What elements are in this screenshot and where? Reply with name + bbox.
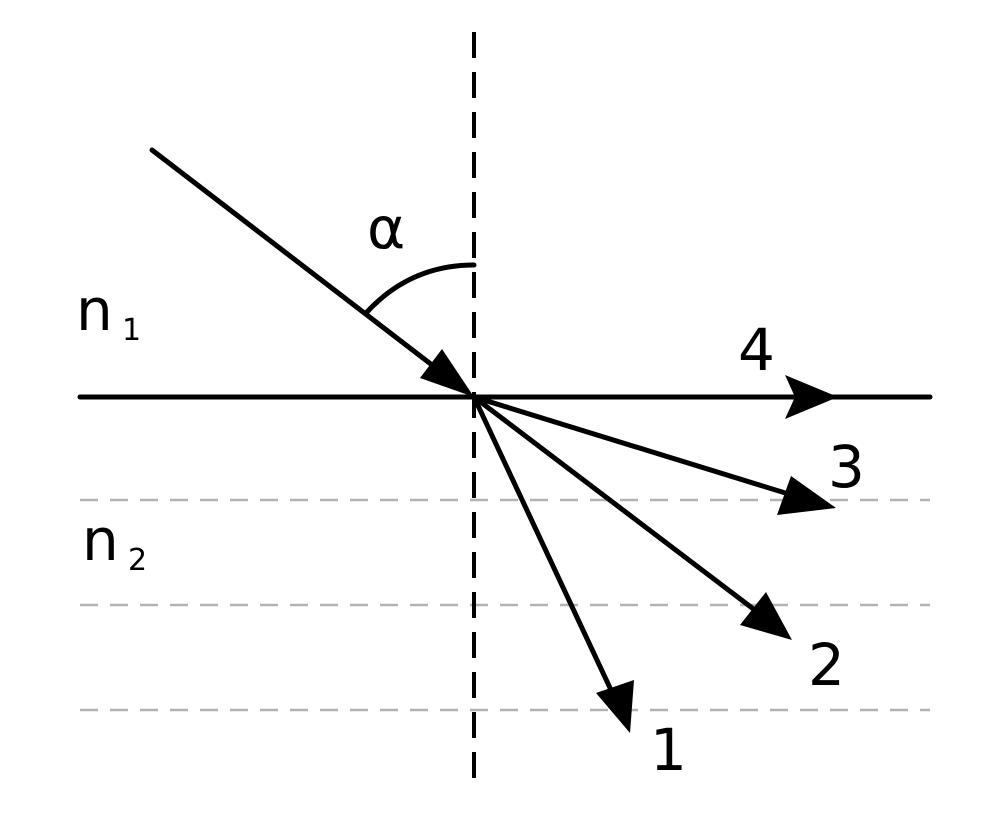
ray-2 (471, 394, 771, 623)
incident-ray (149, 147, 465, 391)
ray-2-arrowhead (740, 592, 792, 640)
medium-1-subscript: 1 (122, 313, 141, 348)
angle-arc (363, 262, 477, 316)
medium-1-label: n (76, 276, 113, 344)
ray-3 (471, 394, 811, 503)
ray-3-arrowhead (777, 476, 836, 515)
angle-label: α (367, 194, 405, 262)
medium-2-subscript: 2 (128, 543, 147, 578)
ray-2-label: 2 (808, 631, 845, 699)
ray-4-label: 4 (738, 316, 775, 384)
ray-1-arrowhead (596, 680, 634, 733)
ray-1 (471, 394, 621, 708)
ray-1-label: 1 (650, 716, 687, 784)
ray-4-arrowhead (785, 375, 838, 419)
incident-ray-arrowhead (420, 349, 474, 397)
medium-2-label: n (82, 506, 119, 574)
ray-3-label: 3 (828, 433, 865, 501)
